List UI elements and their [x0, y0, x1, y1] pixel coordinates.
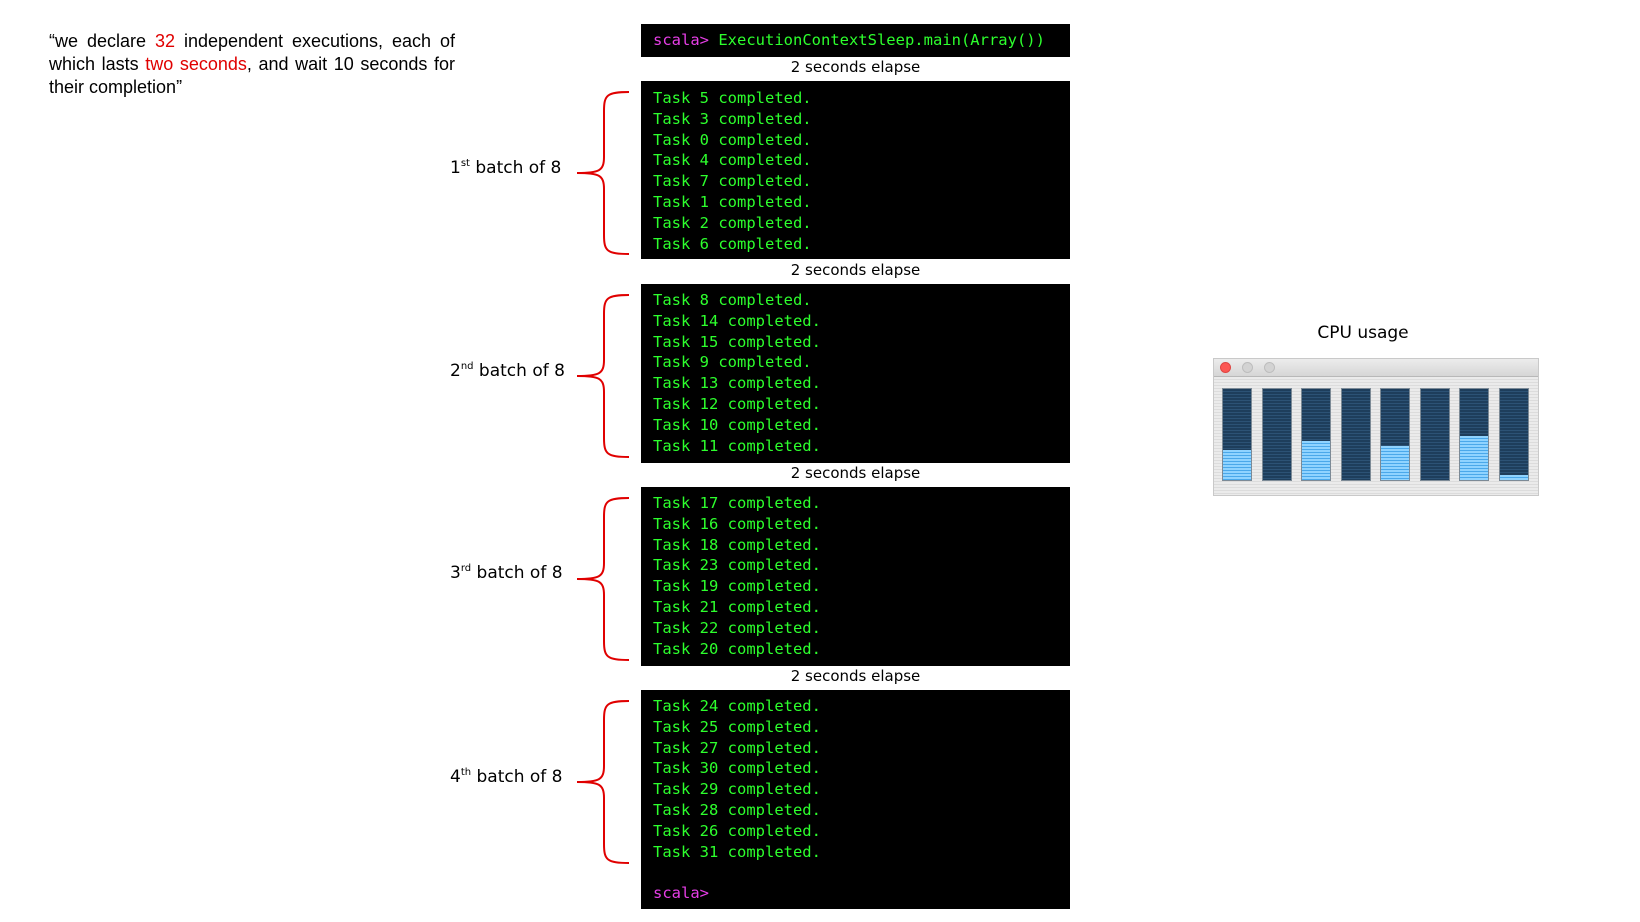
batch-label-4: 4th batch of 8: [450, 767, 563, 787]
terminal-output-line: Task 9 completed.: [653, 353, 812, 372]
quote-part-2: independent executions, each of which la…: [49, 31, 455, 74]
cpu-core-meter-fill: [1381, 446, 1409, 480]
quote-part-3: , and wait 10 seconds for their completi…: [49, 54, 455, 97]
batch-label-ordinal: rd: [460, 563, 472, 574]
cpu-core-meter-fill: [1302, 441, 1330, 480]
elapse-label-4: 2 seconds elapse: [790, 667, 921, 685]
batch-label-text: batch of 8: [469, 158, 562, 178]
terminal-output-line: Task 8 completed.: [653, 291, 812, 309]
terminal-output-line: Task 23 completed.: [653, 556, 821, 575]
terminal-output-line: Task 25 completed.: [653, 717, 821, 736]
terminal-output-line: Task 16 completed.: [653, 514, 821, 533]
batch-label-ordinal: nd: [460, 361, 474, 372]
terminal-output-line: Task 20 completed.: [653, 639, 821, 658]
terminal-output-line: Task 19 completed.: [653, 577, 821, 596]
batch-label-ordinal: st: [460, 158, 470, 169]
elapse-label-2: 2 seconds elapse: [790, 261, 921, 279]
terminal-output-line: Task 2 completed.: [653, 213, 812, 232]
cpu-core-meter-fill: [1460, 436, 1488, 480]
terminal-output-line: Task 29 completed.: [653, 780, 821, 799]
terminal-output-line: Task 27 completed.: [653, 738, 821, 757]
batch-label-number: 2: [450, 361, 461, 381]
elapse-label-1: 2 seconds elapse: [790, 58, 921, 76]
cpu-core-meter: [1498, 388, 1529, 481]
cpu-core-meters: [1214, 388, 1538, 481]
batch-label-ordinal: th: [460, 767, 472, 778]
cpu-core-meter: [1222, 388, 1252, 481]
terminal-output-line: Task 3 completed.: [653, 109, 812, 128]
minimize-window-icon[interactable]: [1242, 362, 1253, 373]
cpu-window-titlebar: [1214, 359, 1538, 377]
batch-label-3: 3rd batch of 8: [450, 563, 563, 583]
terminal-output-line: Task 26 completed.: [653, 821, 821, 840]
cpu-core-meter-fill: [1499, 475, 1528, 480]
cpu-core-meter: [1261, 388, 1292, 481]
terminal-output-line: Task 21 completed.: [653, 597, 821, 616]
terminal-output-line: Task 0 completed.: [653, 130, 812, 149]
terminal-output-line: Task 17 completed.: [653, 494, 821, 512]
terminal-final-prompt: scala>: [653, 884, 709, 903]
batch-label-text: batch of 8: [471, 767, 563, 787]
terminal-output-line: Task 13 completed.: [653, 374, 821, 393]
terminal-prompt: scala>: [653, 31, 709, 49]
terminal-blank-line: [653, 862, 1070, 883]
terminal-batch-1: Task 5 completed. Task 3 completed. Task…: [641, 81, 1070, 259]
terminal-output-line: Task 12 completed.: [653, 394, 821, 413]
brace-batch-4: [576, 700, 630, 864]
batch-label-2: 2nd batch of 8: [450, 361, 565, 381]
terminal-batch-4: Task 24 completed. Task 25 completed. Ta…: [641, 690, 1070, 909]
batch-label-text: batch of 8: [473, 361, 565, 381]
close-window-icon[interactable]: [1220, 362, 1231, 373]
cpu-core-meter-fill: [1223, 450, 1251, 480]
terminal-output-line: Task 10 completed.: [653, 415, 821, 434]
terminal-output-line: Task 5 completed.: [653, 89, 812, 107]
cpu-core-meter: [1380, 388, 1410, 481]
terminal-command-panel: scala> ExecutionContextSleep.main(Array(…: [641, 24, 1070, 57]
terminal-output-line: Task 1 completed.: [653, 192, 812, 211]
batch-label-number: 3: [450, 563, 461, 583]
terminal-output-line: Task 31 completed.: [653, 842, 821, 861]
batch-label-number: 1: [450, 158, 461, 178]
cpu-core-meter: [1419, 388, 1450, 481]
quote-text: “we declare 32 independent executions, e…: [49, 30, 455, 99]
batch-label-number: 4: [450, 767, 461, 787]
quote-highlight-count: 32: [154, 31, 175, 51]
terminal-output-line: Task 6 completed.: [653, 234, 812, 253]
quote-highlight-duration: two seconds: [145, 54, 247, 74]
terminal-output-line: Task 28 completed.: [653, 800, 821, 819]
terminal-command: ExecutionContextSleep.main(Array()): [709, 31, 1045, 49]
terminal-output-line: Task 14 completed.: [653, 311, 821, 330]
terminal-output-line: Task 30 completed.: [653, 759, 821, 778]
terminal-output-line: Task 7 completed.: [653, 172, 812, 191]
batch-label-text: batch of 8: [471, 563, 563, 583]
cpu-usage-window: [1213, 358, 1539, 496]
brace-batch-3: [576, 497, 630, 661]
batch-label-1: 1st batch of 8: [450, 158, 561, 178]
terminal-batch-2: Task 8 completed. Task 14 completed. Tas…: [641, 284, 1070, 463]
cpu-core-meter: [1301, 388, 1331, 481]
terminal-command-line: scala> ExecutionContextSleep.main(Array(…: [653, 30, 1070, 50]
zoom-window-icon[interactable]: [1264, 362, 1275, 373]
quote-part-1: “we declare: [49, 31, 155, 51]
brace-batch-1: [576, 91, 630, 255]
terminal-batch-3: Task 17 completed. Task 16 completed. Ta…: [641, 487, 1070, 666]
terminal-output-line: Task 18 completed.: [653, 535, 821, 554]
terminal-output-line: Task 22 completed.: [653, 618, 821, 637]
brace-batch-2: [576, 294, 630, 458]
terminal-output-line: Task 15 completed.: [653, 332, 821, 351]
cpu-core-meter: [1340, 388, 1371, 481]
terminal-output-line: Task 24 completed.: [653, 697, 821, 715]
cpu-usage-title: CPU usage: [1317, 323, 1409, 343]
terminal-output-line: Task 11 completed.: [653, 436, 821, 455]
cpu-core-meter: [1459, 388, 1489, 481]
terminal-output-line: Task 4 completed.: [653, 151, 812, 170]
elapse-label-3: 2 seconds elapse: [790, 464, 921, 482]
